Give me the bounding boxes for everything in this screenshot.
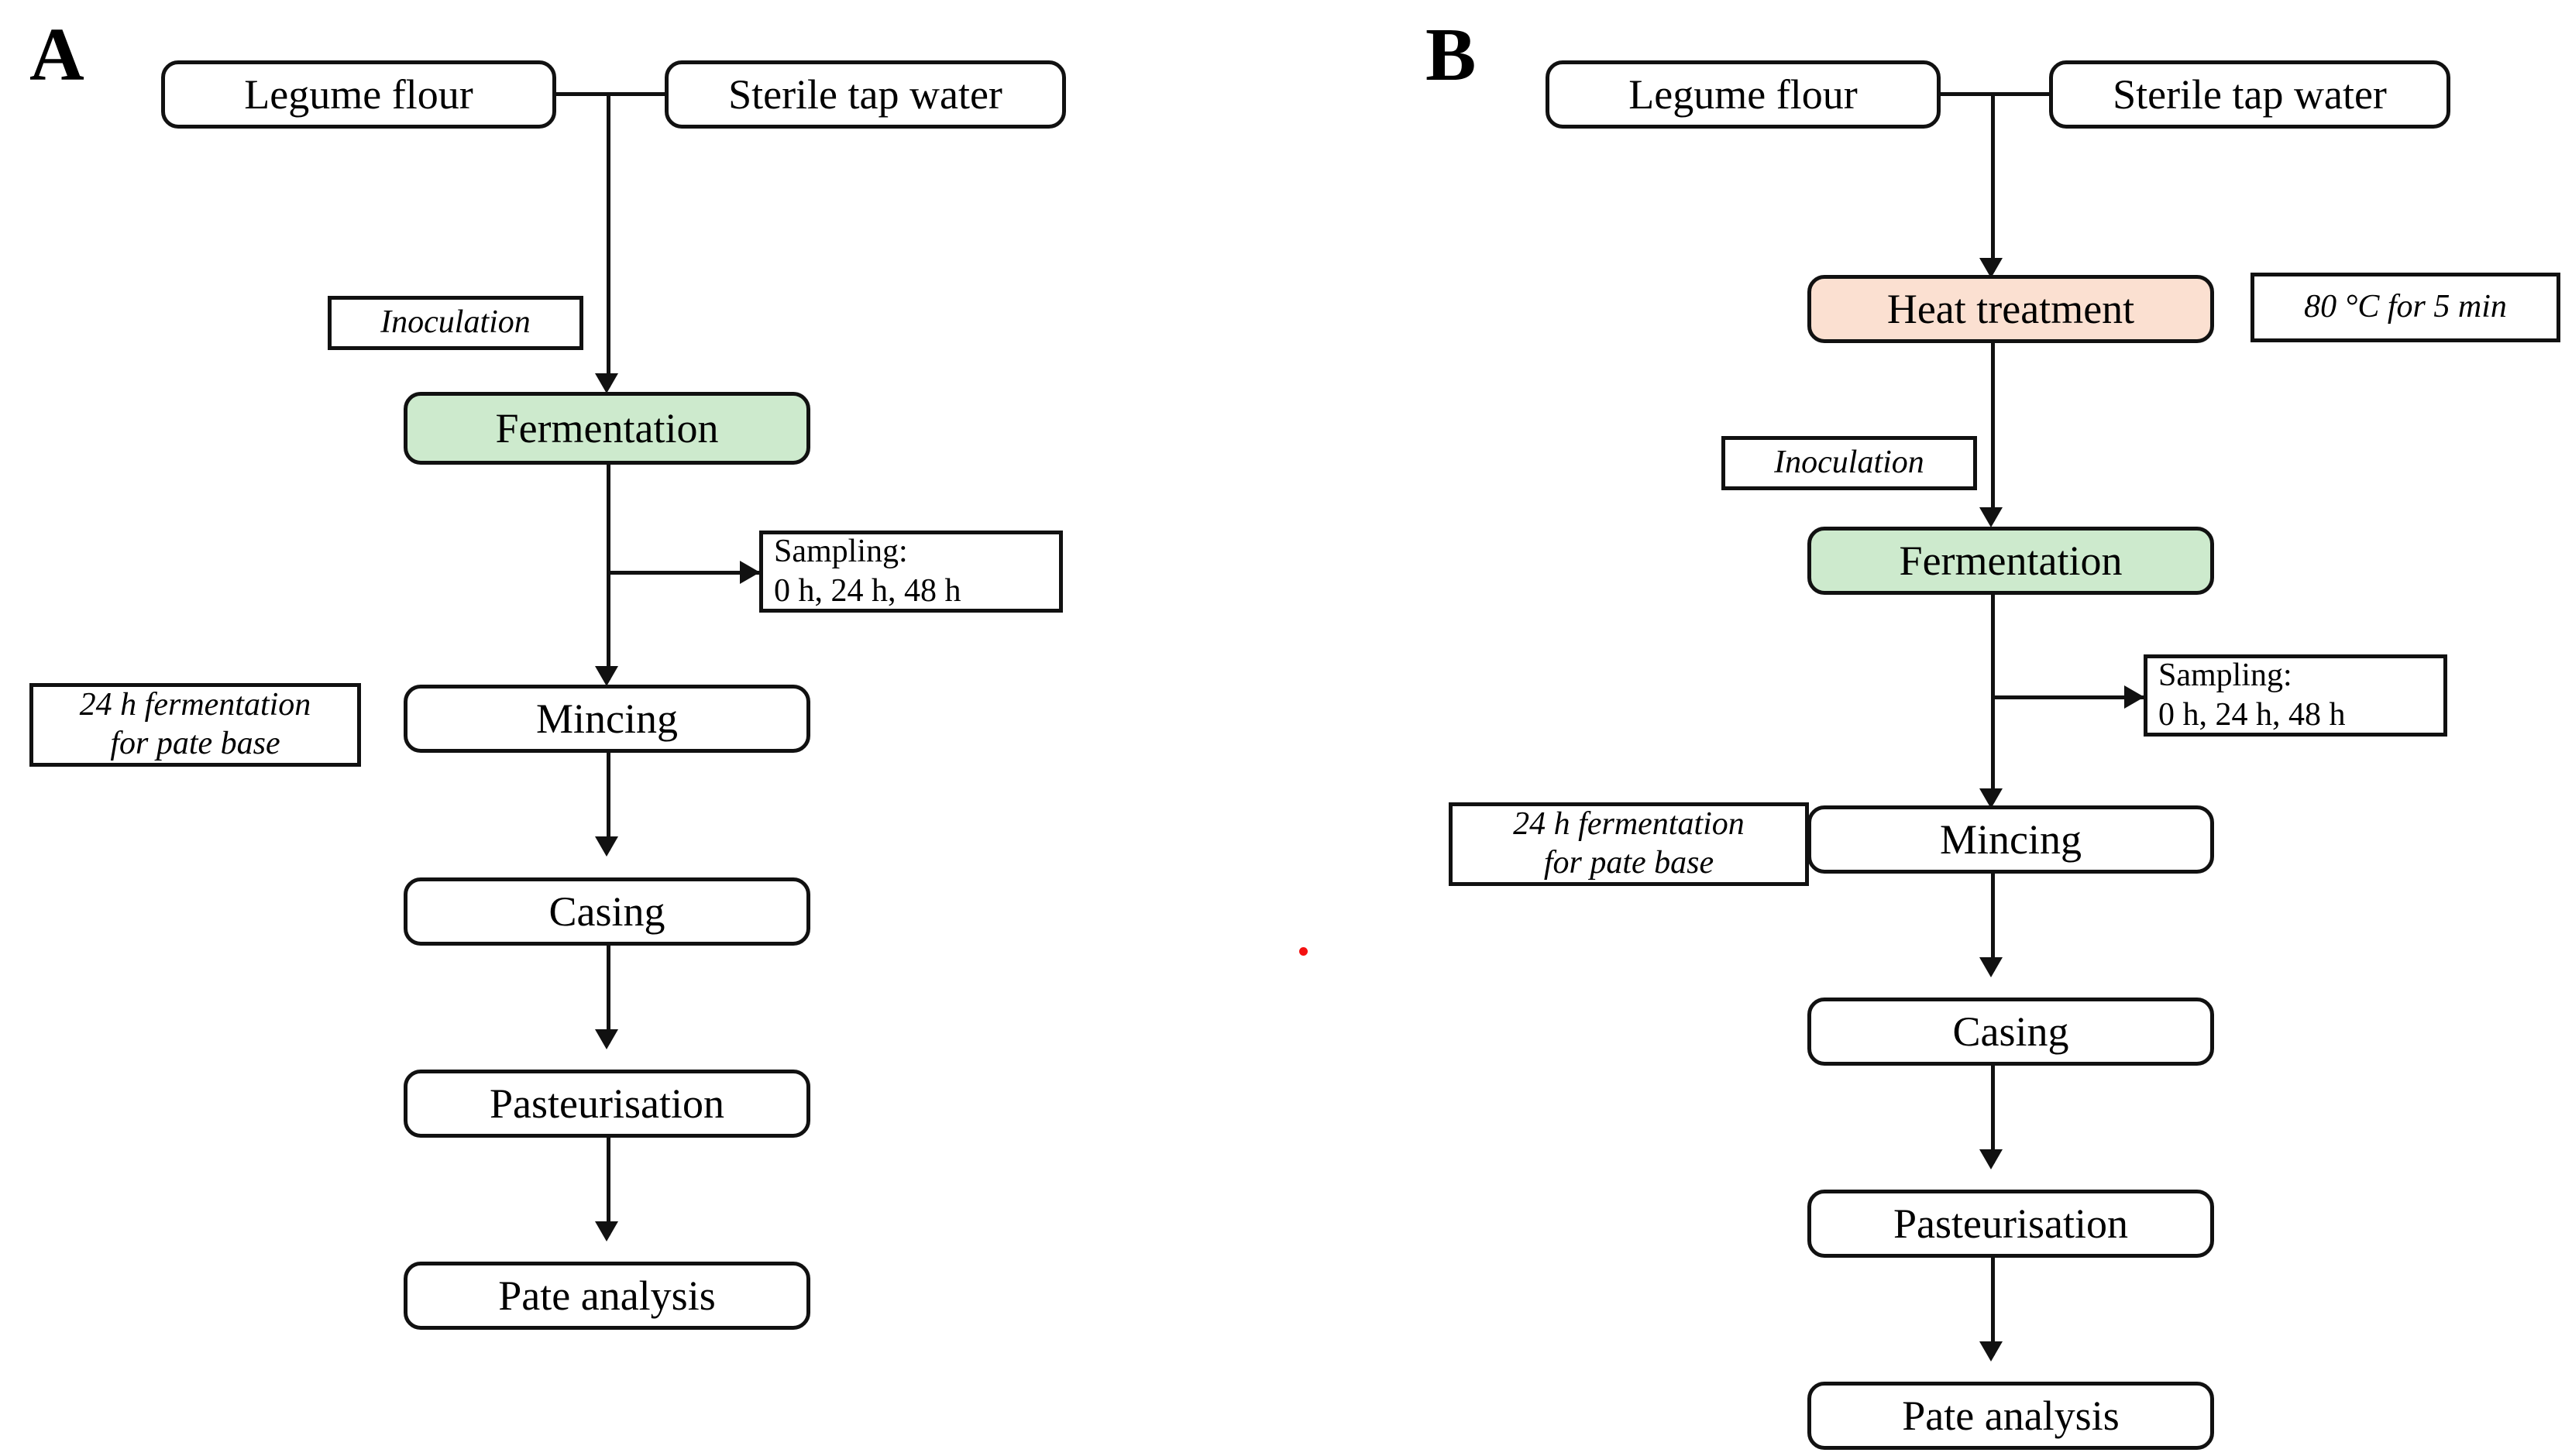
panel-b-node-mincing[interactable]: Mincing [1807, 805, 2214, 874]
panel-b-node-casing[interactable]: Casing [1807, 998, 2214, 1066]
panel-b-arrowhead-to-fermentation [1979, 507, 2003, 527]
panel-a-connector-mincing-to-casing [607, 753, 610, 850]
panel-a-sampling-box: Sampling: 0 h, 24 h, 48 h [759, 531, 1063, 613]
panel-a-node-mincing[interactable]: Mincing [404, 685, 810, 753]
panel-b-node-pasteurisation[interactable]: Pasteurisation [1807, 1190, 2214, 1258]
panel-b-connector-trunk-to-heat-treatment [1991, 92, 1995, 272]
marker-dot [1299, 947, 1308, 956]
panel-a-sampling-times: 0 h, 24 h, 48 h [774, 573, 961, 609]
panel-a-connector-to-sampling [607, 571, 762, 575]
panel-a-connector-pasteurisation-to-analysis [607, 1138, 610, 1235]
panel-b-node-legume-flour[interactable]: Legume flour [1546, 60, 1941, 129]
panel-b-connector-heat-to-fermentation [1991, 343, 1995, 521]
panel-a-arrowhead-to-fermentation [595, 373, 618, 393]
panel-a-node-pate-analysis[interactable]: Pate analysis [404, 1262, 810, 1330]
panel-b-connector-mincing-to-casing [1991, 874, 1995, 971]
panel-a-connector-flour-water [552, 92, 669, 96]
panel-a-arrowhead-to-mincing [595, 666, 618, 686]
panel-a-note-fermentation-time: 24 h fermentation for pate base [29, 683, 361, 767]
panel-b-note-heat-conditions: 80 °C for 5 min [2250, 273, 2560, 342]
panel-b-arrowhead-to-pasteurisation [1979, 1149, 2003, 1169]
panel-label-a: A [29, 13, 84, 97]
panel-b-node-sterile-tap-water[interactable]: Sterile tap water [2049, 60, 2450, 129]
panel-a-node-casing[interactable]: Casing [404, 877, 810, 946]
panel-a-arrowhead-to-sampling [740, 561, 760, 584]
panel-b-sampling-times: 0 h, 24 h, 48 h [2158, 697, 2346, 733]
panel-a-arrowhead-to-pate-analysis [595, 1221, 618, 1241]
panel-a-node-sterile-tap-water[interactable]: Sterile tap water [665, 60, 1066, 129]
panel-b-connector-casing-to-pasteurisation [1991, 1066, 1995, 1163]
panel-b-arrowhead-to-casing [1979, 957, 2003, 977]
panel-a-node-pasteurisation[interactable]: Pasteurisation [404, 1070, 810, 1138]
panel-b-node-pate-analysis[interactable]: Pate analysis [1807, 1382, 2214, 1450]
panel-a-note-inoculation: Inoculation [328, 296, 583, 350]
panel-a-connector-trunk-to-fermentation [607, 92, 610, 387]
panel-label-b: B [1425, 13, 1477, 97]
panel-b-connector-to-sampling [1991, 695, 2146, 699]
panel-b-arrowhead-to-heat-treatment [1979, 258, 2003, 278]
panel-b-connector-flour-water [1937, 92, 2053, 96]
panel-b-node-fermentation[interactable]: Fermentation [1807, 527, 2214, 595]
panel-a-node-fermentation[interactable]: Fermentation [404, 392, 810, 465]
panel-b-arrowhead-to-sampling [2124, 685, 2144, 709]
panel-b-connector-pasteurisation-to-analysis [1991, 1258, 1995, 1355]
panel-a-arrowhead-to-casing [595, 836, 618, 857]
panel-a-arrowhead-to-pasteurisation [595, 1029, 618, 1049]
panel-b-note-inoculation: Inoculation [1721, 436, 1977, 490]
panel-a-connector-casing-to-pasteurisation [607, 946, 610, 1043]
panel-b-arrowhead-to-pate-analysis [1979, 1341, 2003, 1362]
panel-b-note-fermentation-time: 24 h fermentation for pate base [1449, 802, 1809, 886]
panel-b-sampling-title: Sampling: [2158, 657, 2292, 693]
panel-b-sampling-box: Sampling: 0 h, 24 h, 48 h [2144, 654, 2447, 737]
panel-a-node-legume-flour[interactable]: Legume flour [161, 60, 556, 129]
panel-a-sampling-title: Sampling: [774, 533, 908, 569]
panel-b-node-heat-treatment[interactable]: Heat treatment [1807, 275, 2214, 343]
panel-b-arrowhead-to-mincing [1979, 788, 2003, 809]
